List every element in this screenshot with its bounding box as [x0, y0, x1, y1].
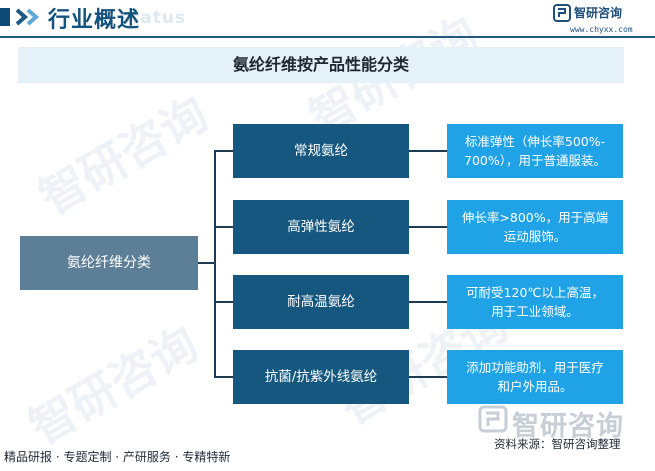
connector-desc: [409, 301, 447, 303]
brand-url: www.chyxx.com: [570, 25, 633, 34]
description-box-regular: 标准弹性（伸长率500%- 700%），用于普通服装。: [447, 124, 623, 178]
connector-branch: [214, 376, 233, 378]
connector-root: [198, 262, 215, 264]
connector-desc: [409, 226, 447, 228]
description-line: 700%），用于普通服装。: [464, 153, 606, 168]
description-line: 添加功能助剂，用于医疗: [466, 360, 604, 375]
watermark: 智研咨询: [20, 316, 207, 455]
description-box-antibacterial-uv: 添加功能助剂，用于医疗 和户外用品。: [447, 350, 623, 404]
header-divider: [0, 36, 655, 38]
description-line: 可耐受120℃以上高温，: [466, 285, 604, 300]
header-background-text: status: [120, 8, 187, 28]
description-box-high-elastic: 伸长率>800%，用于高端 运动服饰。: [447, 200, 623, 254]
footer-logo-icon: [478, 405, 508, 433]
connector-branch: [214, 301, 233, 303]
description-line: 和户外用品。: [497, 379, 573, 394]
connector-desc: [409, 150, 447, 152]
connector-branch: [214, 150, 233, 152]
description-line: 运动服饰。: [503, 229, 567, 244]
description-box-heat-resistant: 可耐受120℃以上高温， 用于工业领域。: [447, 275, 623, 329]
diagram-title-banner: 氨纶纤维按产品性能分类: [18, 47, 624, 83]
connector-desc: [409, 376, 447, 378]
connector-branch: [214, 226, 233, 228]
category-node-high-elastic: 高弹性氨纶: [233, 200, 409, 254]
brand-logo-icon: [553, 4, 571, 22]
footer-tags: 精品研报 · 专题定制 · 产研服务 · 专精特新: [4, 450, 231, 464]
description-line: 伸长率>800%，用于高端: [461, 210, 609, 225]
source-note: 资料来源：智研咨询整理: [494, 437, 621, 451]
diagram-title: 氨纶纤维按产品性能分类: [232, 55, 409, 74]
page-title: 行业概述: [48, 8, 141, 33]
double-chevron-icon: [15, 8, 40, 26]
description-line: 用于工业领域。: [491, 304, 579, 319]
header-accent-bar: [0, 8, 10, 26]
description-line: 标准弹性（伸长率500%-: [464, 134, 606, 149]
footer-logo-text: 智研咨询: [512, 411, 624, 442]
category-node-heat-resistant: 耐高温氨纶: [233, 275, 409, 329]
brand-name: 智研咨询: [574, 6, 623, 20]
watermark: 智研咨询: [30, 86, 217, 225]
category-node-antibacterial-uv: 抗菌/抗紫外线氨纶: [233, 350, 409, 404]
root-node: 氨纶纤维分类: [20, 236, 198, 290]
connector-trunk: [214, 150, 216, 377]
category-node-regular: 常规氨纶: [233, 124, 409, 178]
